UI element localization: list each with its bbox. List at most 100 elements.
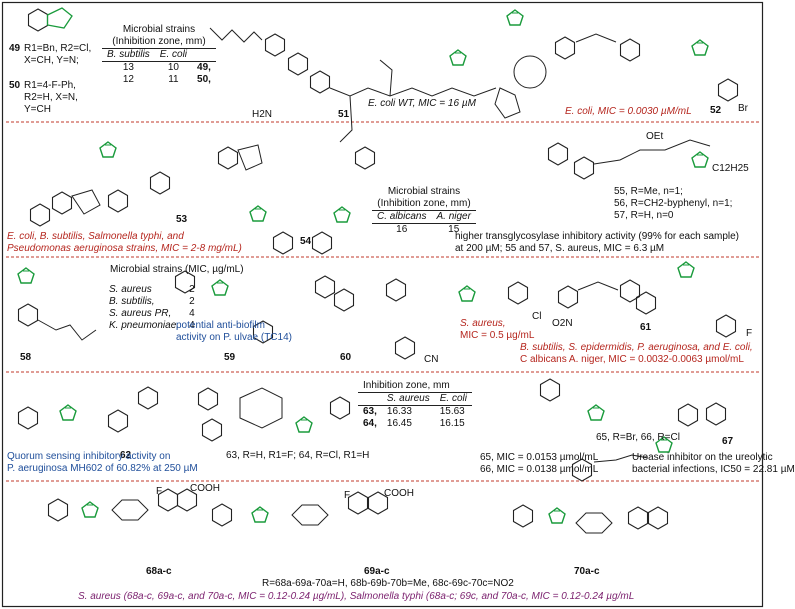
- col-header: A. niger: [436, 211, 471, 222]
- compound-49-num: 49: [9, 43, 21, 54]
- compound-70-label: 70a-c: [574, 566, 600, 577]
- compound-69-label: 69a-c: [364, 566, 390, 577]
- table-subtitle: (Inhibition zone, mm): [102, 36, 216, 49]
- cooh-69: COOH: [384, 488, 414, 499]
- cell: 15: [431, 223, 476, 236]
- col-header: B. subtilis: [107, 49, 150, 60]
- figure-border: [1, 1, 764, 608]
- f-69: F: [344, 490, 351, 501]
- table-subtitle: (Inhibition zone, mm): [372, 198, 476, 211]
- compound-65-66-defs: 65, R=Br, 66, R=Cl: [596, 432, 680, 443]
- table-title: Inhibition zone, mm: [358, 380, 472, 393]
- structure-68a-c: [47, 488, 198, 522]
- separators: [6, 121, 759, 482]
- compound-55-57-caption-2: at 200 µM; 55 and 57, S. aureus, MIC = 6…: [455, 243, 665, 254]
- mic-65: 65, MIC = 0.0153 µmol/mL: [480, 452, 599, 463]
- compound-61-caption-2: C albicans A. niger, MIC = 0.0032-0.0063…: [520, 354, 744, 365]
- compound-58-num: 58: [20, 352, 32, 363]
- cell: 16.45: [386, 418, 412, 429]
- compound-49-def: R1=Bn, R2=Cl, X=CH, Y=N;: [24, 43, 92, 66]
- col-header: C. albicans: [377, 211, 427, 222]
- compound-60-caption-2: MIC = 0.5 µg/mL: [460, 330, 535, 341]
- compound-59-caption-2: activity on P. ulvae (TC14): [176, 332, 292, 343]
- compound-67-caption-1: Urease inhibitor on the ureolytic: [632, 452, 773, 463]
- cooh-68: COOH: [190, 483, 220, 494]
- table-title: Microbial strains: [122, 24, 196, 35]
- cell: S. aureus: [109, 284, 152, 295]
- table-49-50: Microbial strains (Inhibition zone, mm) …: [102, 24, 216, 86]
- row-id: 64,: [363, 418, 377, 429]
- cell: 4: [189, 320, 195, 331]
- compound-60-caption-1: S. aureus,: [460, 318, 506, 329]
- table-title: Microbial strains: [387, 186, 461, 197]
- structure-54: [217, 144, 376, 255]
- cell: 2: [189, 284, 195, 295]
- compound-53-caption-1: E. coli, B. subtilis, Salmonella typhi, …: [7, 231, 184, 242]
- cell: B. subtilis,: [109, 296, 155, 307]
- alkyl-label: C12H25: [712, 163, 749, 174]
- structure-63-64: [197, 387, 351, 442]
- col-header: E. coli: [439, 393, 467, 404]
- table-54: Microbial strains (Inhibition zone, mm) …: [372, 186, 476, 236]
- cell: 13: [102, 61, 155, 74]
- cell: 2: [189, 296, 195, 307]
- col-header: S. aureus: [386, 393, 430, 404]
- cell: 10: [154, 61, 193, 74]
- structure-62: [17, 386, 159, 433]
- table-63-64: Inhibition zone, mm S. aureus E. coli 63,…: [358, 380, 472, 430]
- compound-62-num: 62: [120, 450, 132, 461]
- compound-53-caption-2: Pseudomonas aeruginosa strains, MIC = 2-…: [7, 243, 242, 254]
- structure-55-57: [547, 139, 711, 180]
- structure-70a-c: [512, 504, 669, 534]
- row-id: 50,: [197, 74, 211, 85]
- structure-67: [571, 402, 727, 482]
- structure-53: [29, 141, 171, 227]
- structure-49-50: [27, 7, 73, 32]
- br-label: Br: [738, 103, 748, 114]
- def-57: 57, R=H, n=0: [614, 210, 674, 221]
- cell: 11: [168, 74, 179, 85]
- compound-62-caption-1: Quorum sensing inhibitory activity on: [7, 451, 171, 462]
- cell: 4: [189, 308, 195, 319]
- compound-50-def: R1=4-F-Ph, R2=H, X=N, Y=CH: [24, 80, 78, 115]
- compound-67-num: 67: [722, 436, 734, 447]
- table-58-header: Microbial strains (MIC, µg/mL): [110, 264, 244, 275]
- compound-63-64-defs: 63, R=H, R1=F; 64, R=Cl, R1=H: [226, 450, 370, 461]
- f-label: F: [746, 328, 753, 339]
- cell: 15.63: [434, 405, 472, 418]
- compound-61-caption-1: B. subtilis, S. epidermidis, P. aerugino…: [520, 342, 753, 353]
- compound-53-num: 53: [176, 214, 188, 225]
- r-definition: R=68a-69a-70a=H, 68b-69b-70b=Me, 68c-69c…: [262, 578, 514, 589]
- cell: K. pneumoniae,: [109, 320, 180, 331]
- structure-51: [209, 9, 547, 143]
- def-55: 55, R=Me, n=1;: [614, 186, 683, 197]
- compound-59-caption-1: potential anti-biofilm: [176, 320, 265, 331]
- structure-69a-c: [211, 491, 389, 527]
- compound-52-num: 52: [710, 105, 722, 116]
- cell: 16.15: [439, 418, 465, 429]
- col-header: E. coli: [159, 49, 188, 60]
- compound-55-57-caption-1: higher transglycosylase inhibitory activ…: [455, 231, 740, 242]
- row5-caption: S. aureus (68a-c, 69a-c, and 70a-c, MIC …: [78, 591, 635, 602]
- mic-66: 66, MIC = 0.0138 µmol/mL: [480, 464, 599, 475]
- cl-label: Cl: [532, 311, 542, 322]
- compound-61-num: 61: [640, 322, 652, 333]
- compound-68-label: 68a-c: [146, 566, 172, 577]
- compound-51-num: 51: [338, 109, 350, 120]
- cell: 12: [122, 74, 134, 85]
- structure-58: [17, 267, 97, 341]
- cell: S. aureus PR,: [109, 308, 172, 319]
- structure-52: [554, 33, 739, 102]
- structure-65-66: [539, 378, 699, 427]
- figure-drawing: [1, 1, 764, 608]
- cell: 16.33: [381, 405, 435, 418]
- nh2-label: H2N: [252, 109, 273, 120]
- o2n-label: O2N: [552, 318, 573, 329]
- compound-67-caption-2: bacterial infections, IC50 = 22.81 µM: [632, 464, 795, 475]
- compound-62-caption-2: P. aeruginosa MH602 of 60.82% at 250 µM: [7, 463, 198, 474]
- structure-61: [557, 261, 737, 338]
- compound-51-caption: E. coli WT, MIC = 16 µM: [368, 98, 476, 109]
- row-id: 63,: [358, 405, 382, 418]
